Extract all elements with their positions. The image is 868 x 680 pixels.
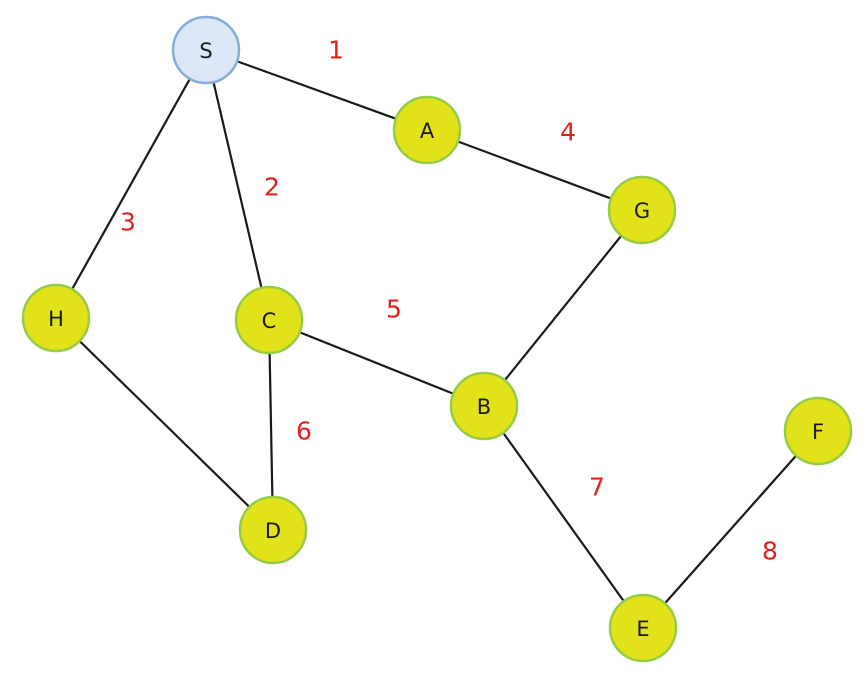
node-circle-b bbox=[449, 371, 519, 441]
weights-layer: 1 2 3 4 5 6 7 8 bbox=[120, 36, 778, 566]
edge-b-e bbox=[483, 405, 644, 629]
node-a: A bbox=[392, 95, 462, 165]
node-circle-c bbox=[234, 285, 304, 355]
edge-weight-s-h: 3 bbox=[120, 208, 136, 237]
node-d: D bbox=[238, 495, 308, 565]
node-f: F bbox=[783, 396, 853, 466]
edge-weight-c-b: 5 bbox=[386, 295, 402, 324]
edge-s-a bbox=[205, 48, 428, 132]
nodes-layer: S A G H C B D F E bbox=[21, 15, 853, 663]
edge-e-f bbox=[642, 430, 819, 629]
node-circle-g bbox=[607, 175, 677, 245]
edge-s-h bbox=[55, 49, 207, 319]
node-label-e: E bbox=[636, 617, 649, 641]
node-label-d: D bbox=[265, 519, 281, 543]
node-g: G bbox=[607, 175, 677, 245]
node-label-h: H bbox=[48, 307, 64, 331]
node-label-a: A bbox=[420, 119, 435, 143]
edge-c-d bbox=[267, 319, 275, 531]
node-label-f: F bbox=[812, 420, 824, 444]
node-circle-f bbox=[783, 396, 853, 466]
node-circle-e bbox=[608, 593, 678, 663]
edge-weight-e-f: 8 bbox=[762, 537, 778, 566]
edge-weight-s-a: 1 bbox=[328, 36, 344, 65]
edge-c-b bbox=[268, 318, 485, 408]
node-label-c: C bbox=[262, 309, 277, 333]
edge-weight-s-c: 2 bbox=[264, 173, 280, 202]
node-label-s: S bbox=[199, 39, 212, 63]
node-label-g: G bbox=[634, 199, 650, 223]
node-c: C bbox=[234, 285, 304, 355]
node-h: H bbox=[21, 283, 91, 353]
edge-weight-a-g: 4 bbox=[560, 118, 576, 147]
node-circle-a bbox=[392, 95, 462, 165]
edge-weight-c-d: 6 bbox=[296, 417, 312, 446]
node-b: B bbox=[449, 371, 519, 441]
node-label-b: B bbox=[477, 395, 491, 419]
node-circle-s bbox=[171, 15, 241, 85]
node-circle-h bbox=[21, 283, 91, 353]
edge-a-g bbox=[426, 128, 643, 212]
edge-weight-b-e: 7 bbox=[589, 473, 605, 502]
edge-g-b bbox=[483, 209, 643, 407]
node-e: E bbox=[608, 593, 678, 663]
node-circle-d bbox=[238, 495, 308, 565]
edge-h-d bbox=[55, 317, 274, 531]
node-s: S bbox=[171, 15, 241, 85]
edge-s-c bbox=[204, 49, 271, 321]
edges-layer bbox=[55, 48, 819, 629]
